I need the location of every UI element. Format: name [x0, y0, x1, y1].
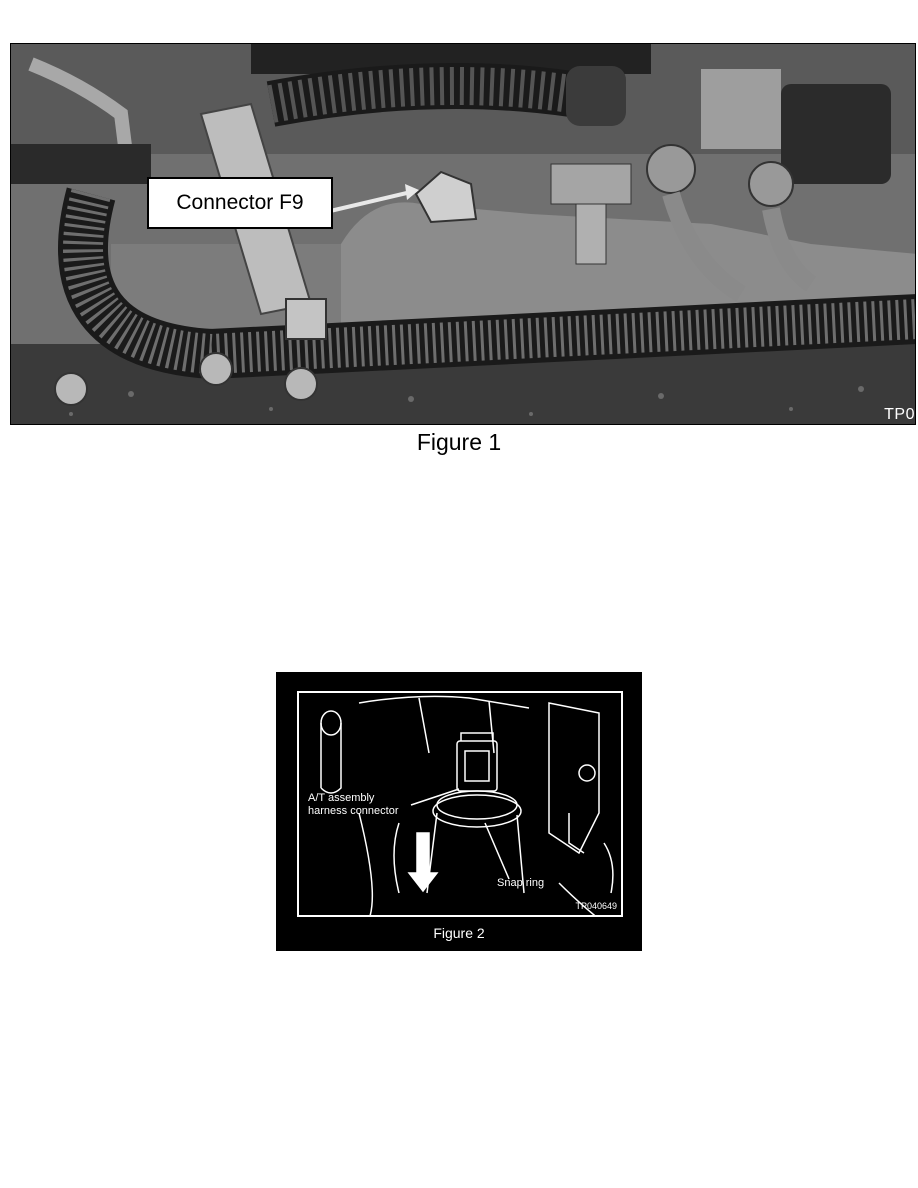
connector-f9-callout: Connector F9	[147, 177, 333, 229]
figure-1-illustration	[11, 44, 915, 424]
figure-1-caption: Figure 1	[416, 429, 502, 455]
figure-2-frame: A/T assembly harness connector Snap ring…	[297, 691, 623, 917]
figure-2-line-drawing	[320, 695, 614, 915]
harness-label-line-1: A/T assembly	[308, 792, 375, 804]
photo-code-label: TP0	[884, 406, 915, 423]
figure-1-photo: Connector F9 TP0	[10, 43, 916, 425]
harness-connector-label: A/T assembly harness connector	[308, 792, 428, 818]
figure-2-diagram: A/T assembly harness connector Snap ring…	[276, 672, 642, 951]
figure-2-caption: Figure 2	[433, 925, 485, 941]
snap-ring-label: Snap ring	[497, 877, 545, 889]
harness-label-line-2: harness connector	[308, 805, 399, 817]
diagram-code-label: TP040649	[575, 901, 617, 911]
